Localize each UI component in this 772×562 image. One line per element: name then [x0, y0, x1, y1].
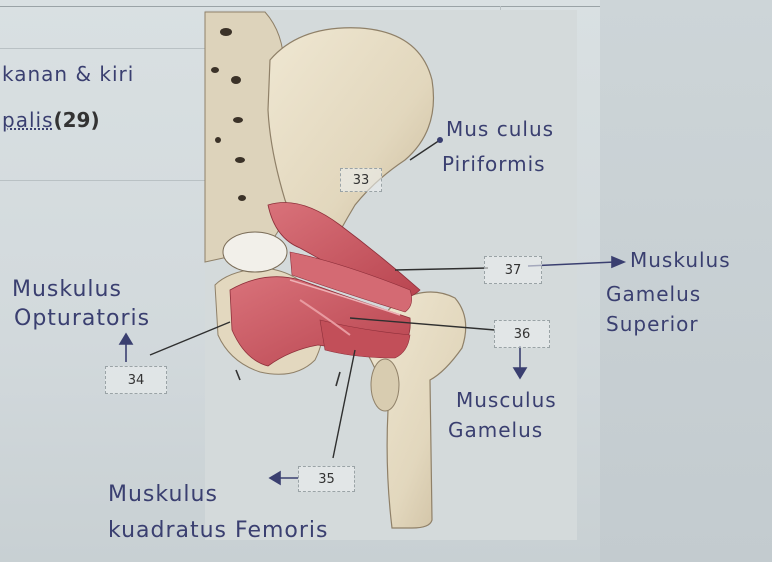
label-quadratus-line1: Muskulus [108, 482, 218, 507]
note-line-1: kanan & kiri [2, 62, 134, 86]
label-gemelus-line1: Musculus [456, 388, 557, 412]
adjacent-page [600, 0, 772, 562]
note-line-2-number: (29) [53, 108, 99, 132]
label-quadratus-line2: kuadratus Femoris [108, 518, 329, 543]
number-label-33: 33 [340, 168, 382, 192]
label-piriformis-line2: Piriformis [442, 152, 546, 176]
number-label-35: 35 [298, 466, 355, 492]
label-gemelus-line2: Gamelus [448, 418, 543, 442]
table-rule [0, 48, 210, 49]
number-label-37: 37 [484, 256, 542, 284]
note-line-2-prefix: palis [2, 108, 53, 132]
note-line-2: palis(29) [2, 108, 100, 132]
page-top-rule [0, 6, 600, 7]
table-rule [0, 180, 210, 181]
label-gemelus-superior-line2: Gamelus [606, 282, 701, 306]
number-label-36: 36 [494, 320, 550, 348]
table-rule [500, 6, 501, 56]
label-obturatoris-line1: Muskulus [12, 277, 122, 302]
label-gemelus-superior-line1: Muskulus [630, 248, 731, 272]
label-obturatoris-line2: Opturatoris [14, 306, 150, 331]
number-label-34: 34 [105, 366, 167, 394]
label-piriformis-line1: Mus culus [446, 117, 554, 141]
label-gemelus-superior-line3: Superior [606, 312, 699, 336]
